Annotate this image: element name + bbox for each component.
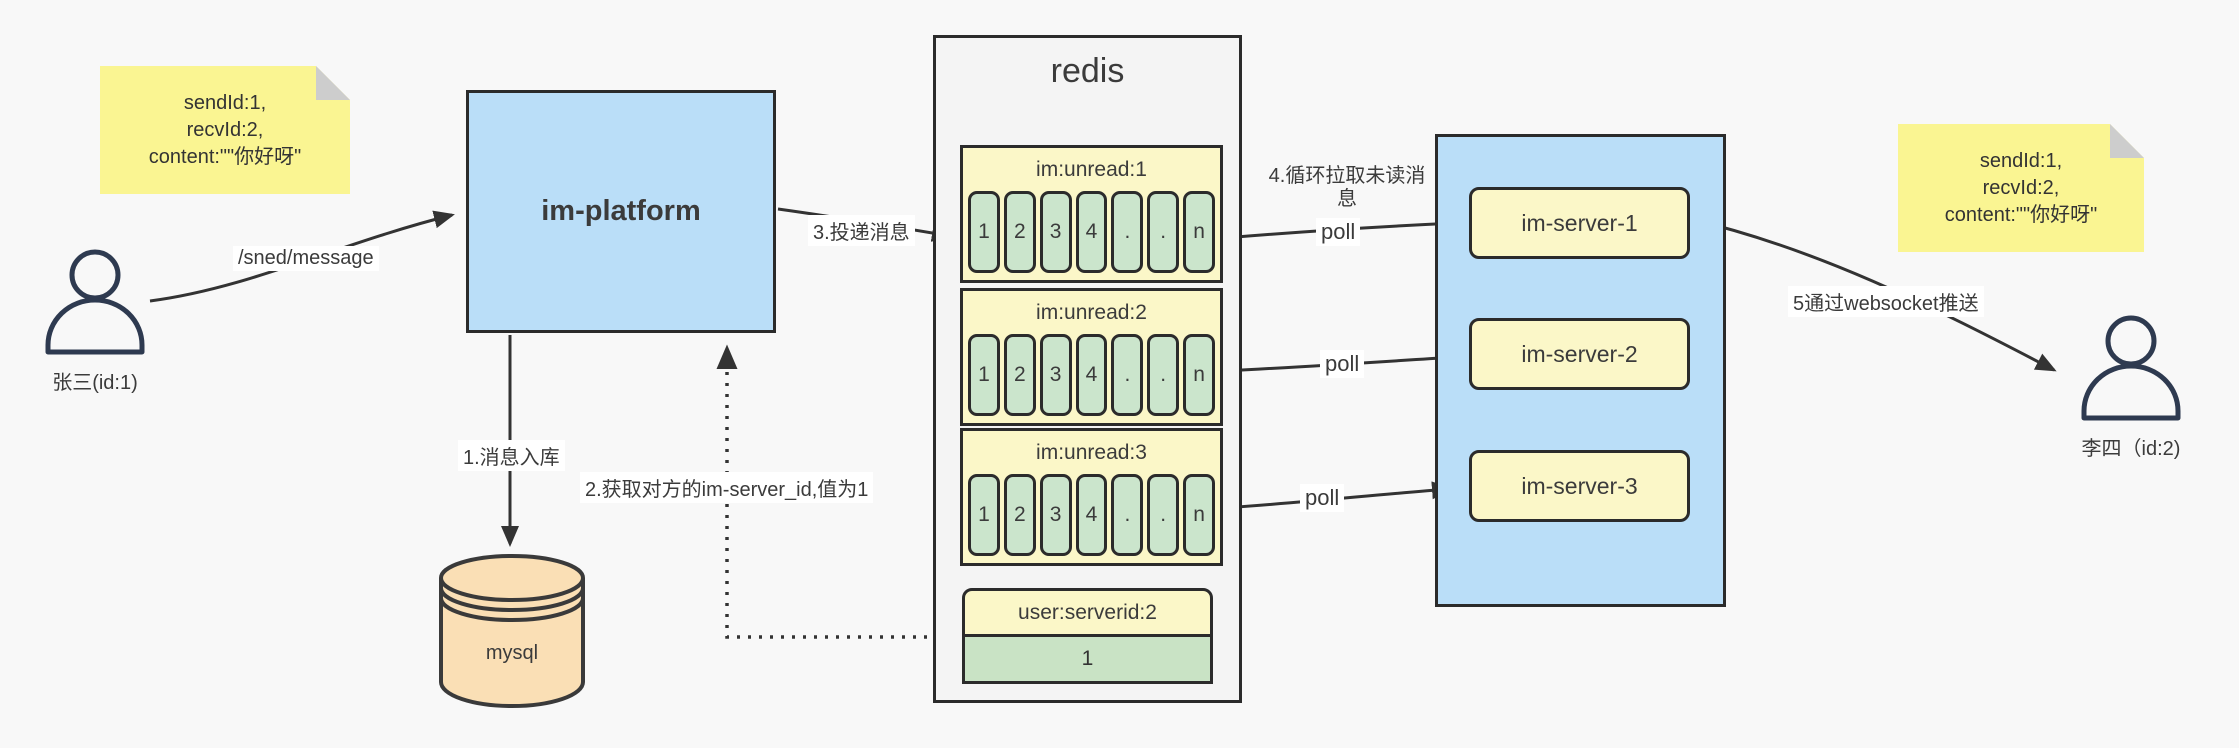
queue-cell: 2	[1003, 334, 1036, 416]
queue-cell: n	[1183, 334, 1216, 416]
receiver-label: 李四（id:2)	[2081, 438, 2181, 460]
queue-cell: 4	[1075, 191, 1108, 273]
note-line: content:""你好呀"	[148, 145, 302, 168]
queue-title: im:unread:3	[1036, 441, 1147, 464]
poll-label-1: poll	[1316, 218, 1361, 246]
queue-cell: 2	[1003, 191, 1036, 273]
queue-cell: 3	[1039, 191, 1072, 273]
queue-cell: 4	[1075, 334, 1108, 416]
edge-label-step2: 2.获取对方的im-server_id,值为1	[580, 472, 874, 503]
poll-label-2: poll	[1320, 350, 1365, 378]
message-note-right: sendId:1, recvId:2, content:""你好呀"	[1898, 124, 2144, 252]
queue-cell: n	[1183, 191, 1216, 273]
queue-title: im:unread:1	[1036, 158, 1147, 181]
edge-label-send-message: /sned/message	[233, 246, 379, 271]
mysql-label: mysql	[485, 642, 539, 664]
queue-cell: 3	[1039, 334, 1072, 416]
redis-title: redis	[1050, 52, 1125, 90]
poll-label-3: poll	[1300, 484, 1345, 512]
queue-cell: 1	[968, 191, 1000, 273]
queue-cell: .	[1147, 474, 1180, 556]
user-serverid-title: user:serverid:2	[965, 591, 1210, 637]
queue-cell: 1	[968, 334, 1000, 416]
queue-cell: .	[1147, 191, 1180, 273]
queue-cell: 1	[968, 474, 1000, 556]
im-server-box-2: im-server-2	[1469, 318, 1690, 390]
queue-title: im:unread:2	[1036, 301, 1147, 324]
note-line: sendId:1,	[183, 91, 267, 114]
edge-label-step5: 5通过websocket推送	[1788, 286, 1984, 317]
queue-cell: .	[1147, 334, 1180, 416]
queue-cell: .	[1111, 191, 1144, 273]
edge-label-step1: 1.消息入库	[458, 440, 565, 471]
queue-cell: .	[1111, 334, 1144, 416]
note-line: content:""你好呀"	[1944, 203, 2098, 226]
im-platform-label: im-platform	[541, 195, 701, 227]
note-line: recvId:2,	[186, 118, 264, 141]
mysql-database-icon	[439, 554, 585, 708]
note-line: sendId:1,	[1979, 149, 2063, 172]
queue-cell: 3	[1039, 474, 1072, 556]
user-serverid-value: 1	[965, 637, 1210, 681]
note-line: recvId:2,	[1982, 176, 2060, 199]
queue-cell: 2	[1003, 474, 1036, 556]
queue-cell: 4	[1075, 474, 1108, 556]
message-note-left: sendId:1, recvId:2, content:""你好呀"	[100, 66, 350, 194]
queue-cell: n	[1183, 474, 1216, 556]
im-platform-box: im-platform	[466, 90, 776, 333]
sender-label: 张三(id:1)	[52, 372, 138, 394]
edge-label-step3: 3.投递消息	[808, 215, 915, 246]
edge-label-step4: 4.循环拉取未读消息	[1268, 165, 1426, 210]
user-icon	[2081, 315, 2181, 421]
user-serverid-box: user:serverid:2 1	[962, 588, 1213, 684]
im-server-box-1: im-server-1	[1469, 187, 1690, 259]
user-icon	[45, 249, 145, 355]
queue-cell: .	[1111, 474, 1144, 556]
im-server-box-3: im-server-3	[1469, 450, 1690, 522]
